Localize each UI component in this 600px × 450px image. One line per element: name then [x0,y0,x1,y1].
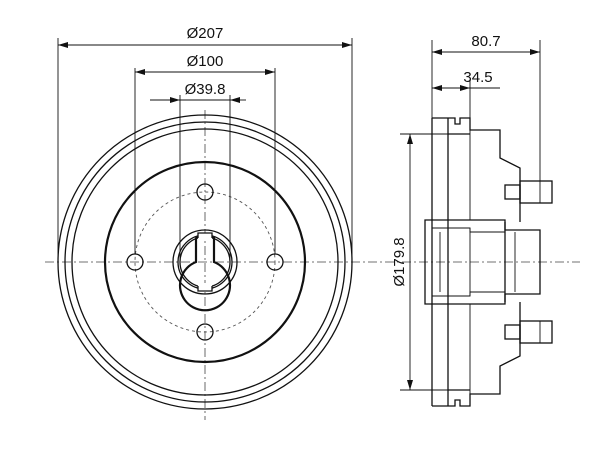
dim-label-345: 34.5 [463,69,492,86]
arrow-807-left [432,49,442,55]
arrow-1798-top [407,134,413,144]
stud-bottom [504,320,553,344]
keyway-top [197,232,213,238]
dim-label-100: Ø100 [187,53,224,70]
keyway-top-gap [198,233,212,241]
arrow-100-right [265,69,275,75]
dim-label-807: 80.7 [471,33,500,50]
dim-label-39: Ø39.8 [185,81,226,98]
front-view: Ø207 Ø100 Ø39.8 [45,25,580,420]
drum-bottom-flange [432,336,521,407]
keyway-bottom [197,286,213,292]
outer-rim-inner-circle [64,121,346,403]
hub-profile [424,219,541,305]
arrow-1798-bottom [407,380,413,390]
arrow-39-left [170,97,180,103]
dim-label-1798: Ø179.8 [391,237,408,286]
arrow-345-right [460,85,470,91]
arrow-807-right [530,49,540,55]
hub-outer-circle [172,229,238,295]
arrow-345-left [432,85,442,91]
arrow-207-left [58,42,68,48]
drum-top-flange [432,117,521,188]
rim-step-circle [71,128,339,396]
dim-label-207: Ø207 [187,25,224,42]
keyway-bottom-gap [198,283,212,291]
braking-surface-circle [103,160,307,364]
arrow-207-right [342,42,352,48]
bolt-hole-bottom [196,323,214,341]
arrow-100-left [135,69,145,75]
bolt-circle [134,191,276,333]
bolt-hole-top [196,183,214,201]
side-view: 80.7 34.5 Ø179.8 [391,33,553,407]
stud-top [504,180,553,204]
